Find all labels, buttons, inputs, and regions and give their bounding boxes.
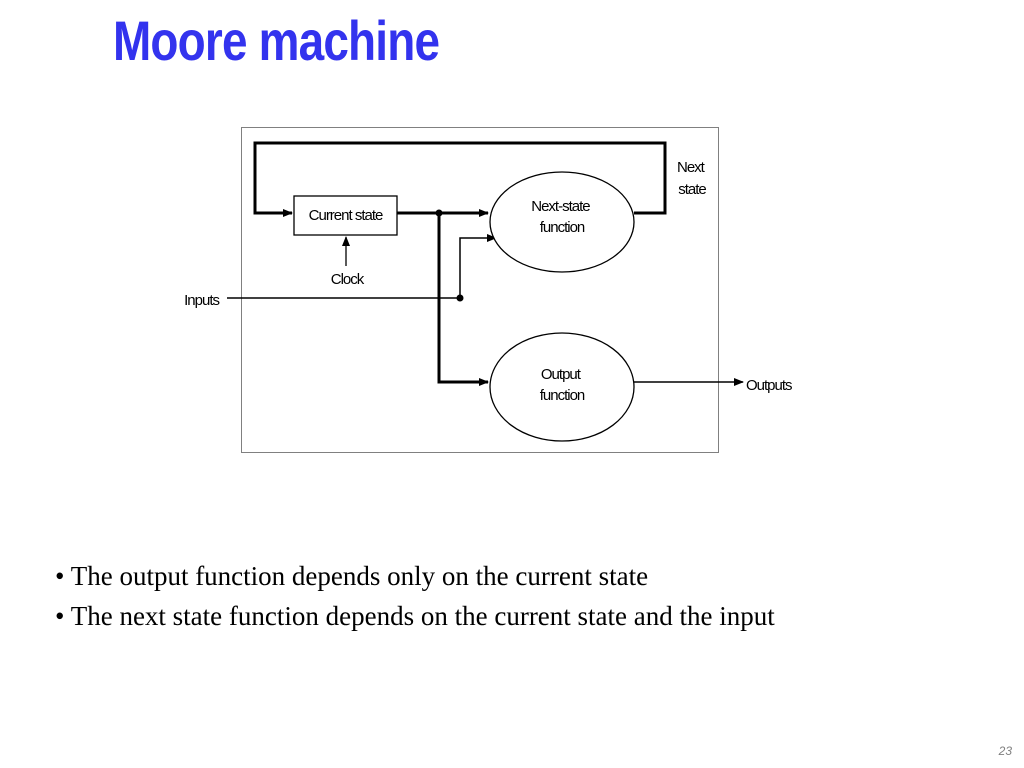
clock-label: Clock xyxy=(331,271,365,288)
output-function-label: Output function xyxy=(540,366,585,404)
next-state-function-label: Next-state function xyxy=(531,198,593,236)
current-state-label: Current state xyxy=(309,207,383,224)
current-state-box xyxy=(293,195,398,236)
output-function-label-line-2: function xyxy=(540,387,585,404)
bullet-list: • The output function depends only on th… xyxy=(55,556,775,636)
bullet-item: • The next state function depends on the… xyxy=(55,601,775,631)
output-function-label-line-1: Output xyxy=(541,366,582,383)
output-function-node xyxy=(489,332,635,442)
next-state-function-label-line-1: Next-state xyxy=(531,198,590,215)
bullet-item: • The output function depends only on th… xyxy=(55,561,649,591)
next-state-function-label-line-2: function xyxy=(540,219,585,236)
next-state-label-line-1: Next xyxy=(677,159,706,176)
outputs-label: Outputs xyxy=(746,377,792,394)
page-number: 23 xyxy=(998,744,1012,758)
diagram-frame xyxy=(241,127,719,453)
next-state-label-line-2: state xyxy=(678,181,706,198)
inputs-label: Inputs xyxy=(184,292,219,309)
next-state-function-node xyxy=(489,171,635,273)
feedback-loop-wire xyxy=(253,141,667,217)
inputs-to-next-state-wire xyxy=(459,234,497,298)
state-to-output-wire xyxy=(437,213,489,386)
next-state-label: Next state xyxy=(677,159,707,198)
slide-title: Moore machine xyxy=(113,9,440,72)
